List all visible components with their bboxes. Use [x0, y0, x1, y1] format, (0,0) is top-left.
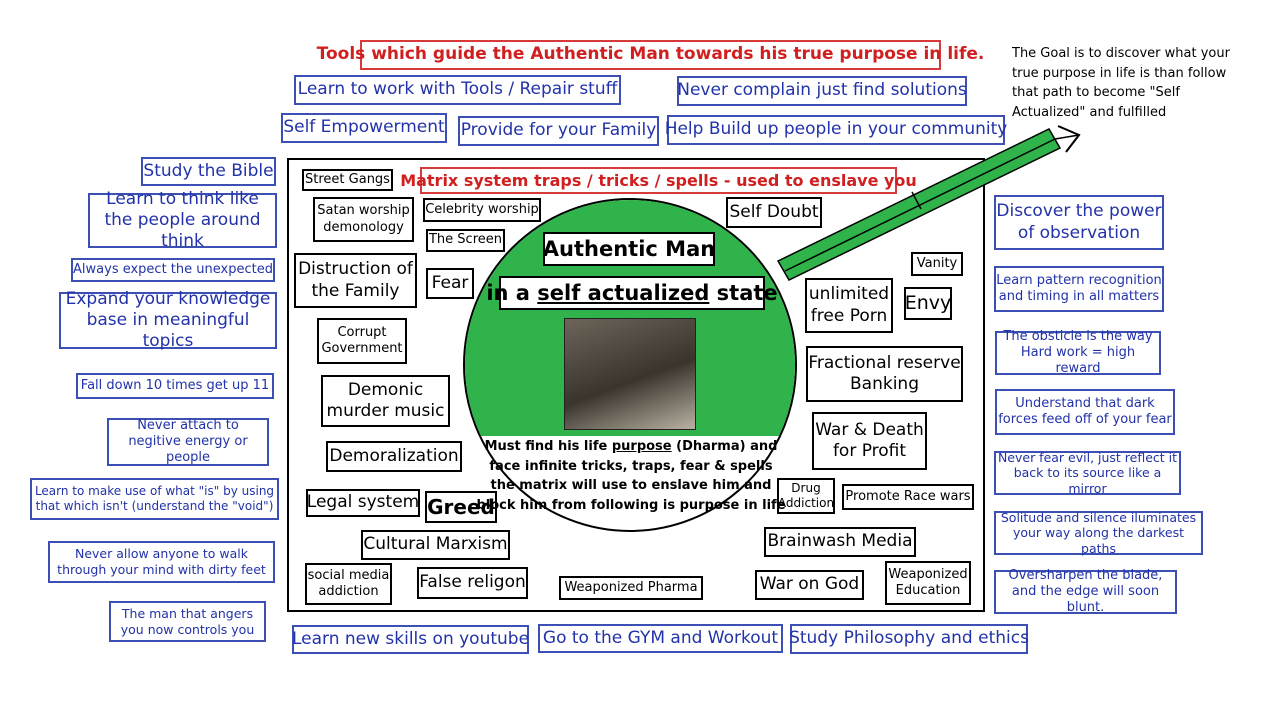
- matrix-title: Matrix system traps / tricks / spells - …: [400, 167, 917, 194]
- tool-reflect-evil: Never fear evil, just reflect it back to…: [994, 450, 1181, 496]
- trap-fear: Fear: [426, 268, 474, 299]
- tool-oversharpen: Oversharpen the blade, and the edge will…: [994, 568, 1177, 615]
- tool-anger-control: The man that angers you now controls you: [109, 601, 266, 642]
- tool-think-like-people: Learn to think like the people around th…: [88, 189, 277, 251]
- trap-unlimited-porn: unlimited free Porn: [805, 278, 893, 333]
- center-desc-emphasis: purpose: [611, 439, 672, 454]
- tool-repair-stuff: Learn to work with Tools / Repair stuff: [294, 75, 621, 105]
- trap-street-gangs: Street Gangs: [302, 169, 393, 191]
- center-description: Must find his life purpose (Dharma) and …: [476, 437, 786, 515]
- trap-corrupt-government: Corrupt Government: [317, 318, 407, 364]
- portrait-photo-icon: [564, 318, 696, 430]
- tool-philosophy-ethics: Study Philosophy and ethics: [789, 624, 1029, 654]
- trap-false-religion: False religon: [417, 567, 528, 599]
- trap-greed: Greed: [425, 491, 497, 523]
- trap-war-on-god: War on God: [755, 570, 864, 600]
- tool-dirty-feet: Never allow anyone to walk through your …: [48, 541, 275, 583]
- tool-solitude-silence: Solitude and silence iluminates your way…: [994, 510, 1203, 556]
- trap-drug-addiction: Drug Addiction: [777, 478, 835, 514]
- tool-fall-down: Fall down 10 times get up 11: [76, 373, 274, 399]
- center-subtitle-post: state: [709, 280, 778, 305]
- trap-satan-worship: Satan worship demonology: [313, 197, 414, 242]
- trap-demonic-music: Demonic murder music: [321, 375, 450, 427]
- center-desc-pre: Must find his life: [484, 439, 612, 454]
- tool-dark-forces: Understand that dark forces feed off of …: [995, 389, 1175, 435]
- tool-gym-workout: Go to the GYM and Workout: [538, 624, 783, 653]
- tool-use-what-is: Learn to make use of what "is" by using …: [30, 478, 279, 520]
- tool-study-bible: Study the Bible: [141, 157, 276, 186]
- trap-vanity: Vanity: [911, 252, 963, 276]
- trap-weaponized-education: Weaponized Education: [885, 561, 971, 605]
- authentic-man-circle: [463, 198, 797, 532]
- center-title: Authentic Man: [543, 232, 715, 266]
- trap-promote-race-wars: Promote Race wars: [842, 484, 974, 510]
- tool-help-community: Help Build up people in your community: [665, 115, 1007, 145]
- trap-demoralization: Demoralization: [326, 441, 462, 472]
- tool-never-attach: Never attach to negitive energy or peopl…: [107, 418, 269, 466]
- trap-legal-system: Legal system: [306, 489, 420, 517]
- trap-war-death: War & Death for Profit: [812, 412, 927, 470]
- tool-expand-knowledge: Expand your knowledge base in meaningful…: [59, 289, 277, 351]
- trap-celebrity-worship: Celebrity worship: [423, 198, 541, 222]
- trap-social-media: social media addiction: [305, 563, 392, 605]
- trap-brainwash-media: Brainwash Media: [764, 527, 916, 557]
- goal-note: The Goal is to discover what your true p…: [1012, 46, 1230, 120]
- matrix-frame: [287, 158, 985, 612]
- arrow-tip-line: [1054, 134, 1080, 140]
- header-title: Tools which guide the Authentic Man towa…: [317, 40, 984, 70]
- center-subtitle: in a self actualized state: [486, 276, 778, 310]
- tool-self-empowerment: Self Empowerment: [281, 113, 447, 143]
- center-subtitle-pre: in a: [486, 280, 538, 305]
- tool-youtube-skills: Learn new skills on youtube: [292, 625, 529, 654]
- tool-power-observation: Discover the power of observation: [994, 195, 1164, 250]
- center-desc-post: (Dharma) and face infinite tricks, traps…: [476, 439, 786, 513]
- trap-cultural-marxism: Cultural Marxism: [361, 530, 510, 560]
- tool-find-solutions: Never complain just find solutions: [677, 76, 967, 106]
- arrow-head: [1057, 125, 1081, 153]
- trap-destruction-family: Distruction of the Family: [294, 253, 417, 308]
- trap-weaponized-pharma: Weaponized Pharma: [559, 576, 703, 600]
- trap-self-doubt: Self Doubt: [726, 197, 822, 228]
- tool-pattern-recognition: Learn pattern recognition and timing in …: [994, 266, 1164, 312]
- trap-fractional-reserve: Fractional reserve Banking: [806, 346, 963, 402]
- tool-provide-family: Provide for your Family: [458, 116, 659, 146]
- trap-the-screen: The Screen: [426, 229, 505, 252]
- tool-obstacle-way: The obsticle is the way Hard work = high…: [995, 329, 1161, 376]
- center-subtitle-emphasis: self actualized: [537, 280, 710, 305]
- tool-expect-unexpected: Always expect the unexpected: [71, 258, 275, 282]
- trap-envy: Envy: [904, 287, 952, 320]
